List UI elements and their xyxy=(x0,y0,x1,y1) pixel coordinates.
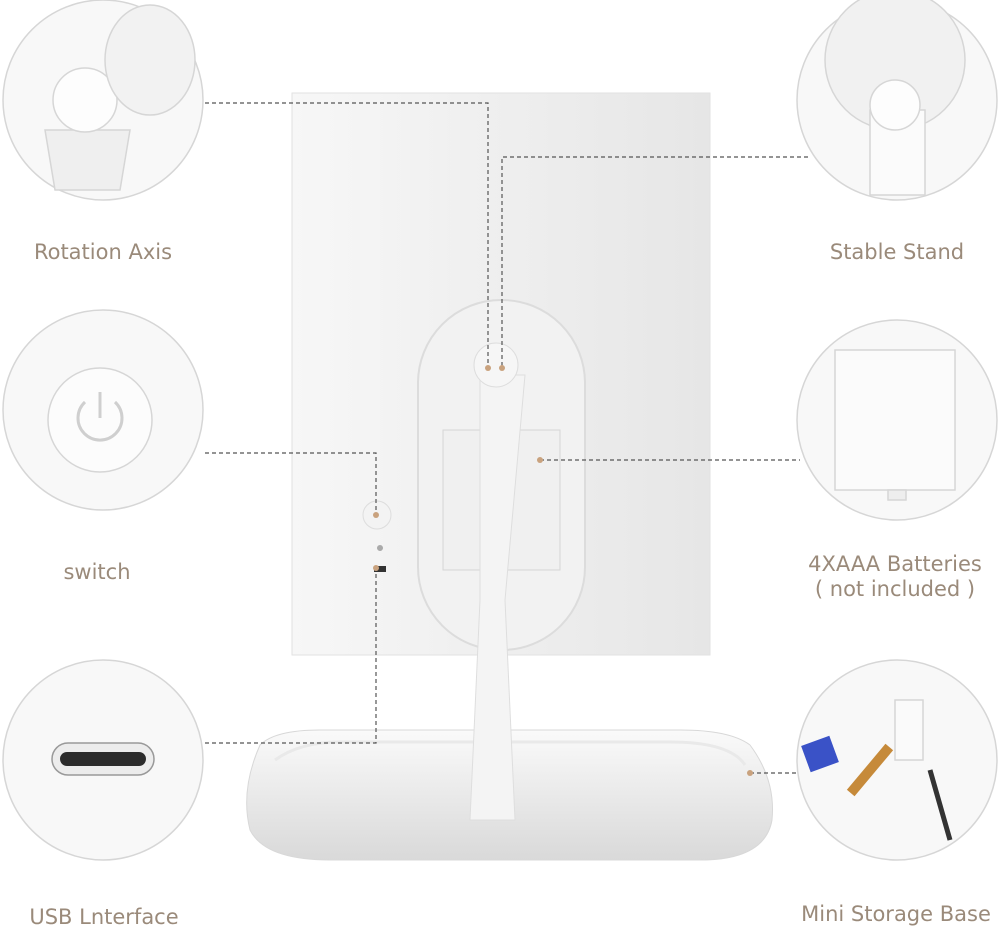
leader-dots xyxy=(373,365,753,776)
label-switch: switch xyxy=(63,560,131,584)
power-icon xyxy=(76,400,124,442)
label-batteries: 4XAAA Batteries xyxy=(808,552,982,576)
storage-base-detail xyxy=(796,659,998,861)
label-stable-stand: Stable Stand xyxy=(829,240,965,264)
leader-lines xyxy=(205,102,808,774)
label-rotation-axis: Rotation Axis xyxy=(33,240,173,264)
batteries-detail xyxy=(796,319,998,521)
stand-stem xyxy=(469,374,526,821)
label-batteries-note: ( not included ) xyxy=(814,577,976,601)
label-storage-base: Mini Storage Base xyxy=(801,902,991,926)
switch-detail xyxy=(2,309,204,511)
rotation-axis-detail xyxy=(2,0,204,201)
usb-detail xyxy=(2,659,204,861)
stable-stand-detail xyxy=(796,0,998,201)
label-usb: USB Lnterface xyxy=(29,905,179,929)
